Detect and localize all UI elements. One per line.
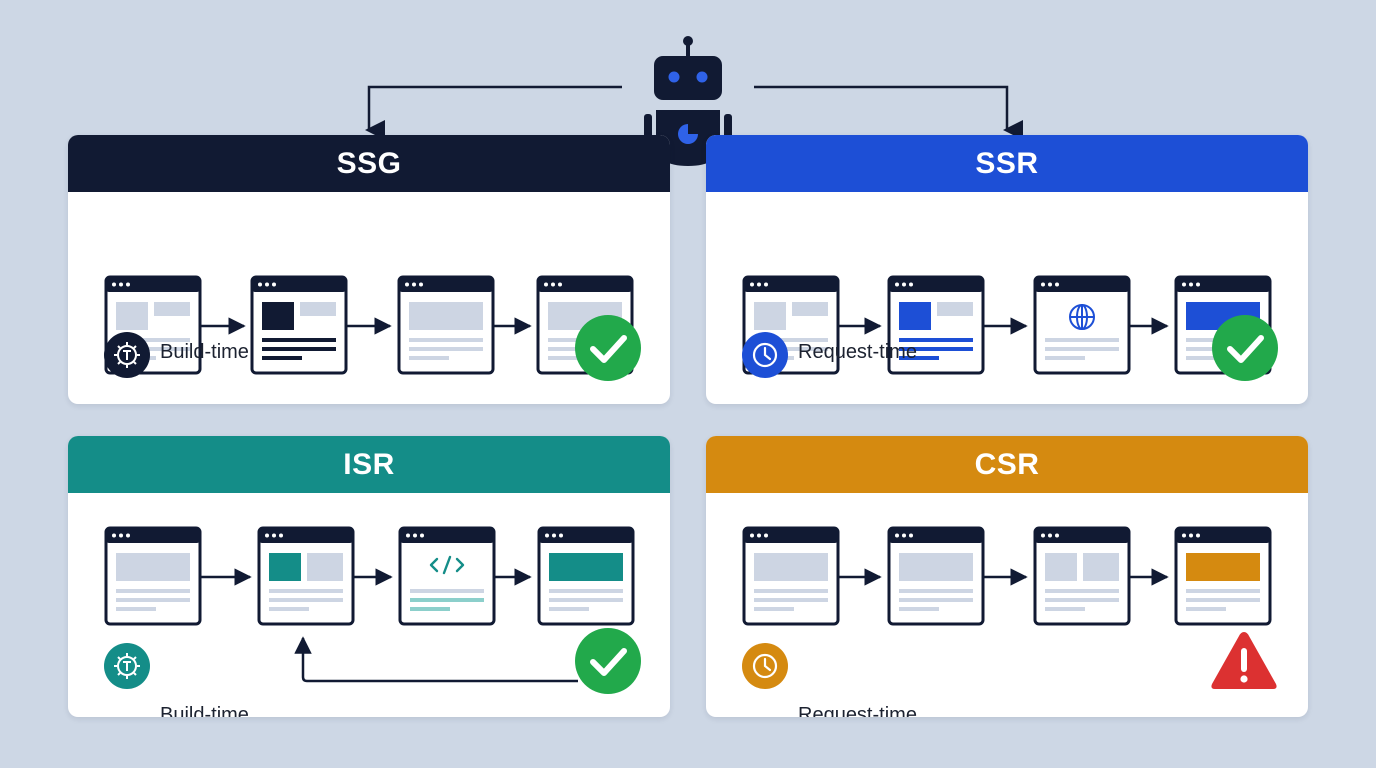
check-circle-icon	[575, 315, 641, 381]
clock-icon	[742, 643, 788, 689]
connector-ssr	[754, 85, 1023, 140]
isr-card: ISR	[68, 436, 670, 717]
ssg-page-1	[104, 275, 202, 375]
ssg-label: Build-time	[160, 341, 249, 363]
ssr-title: SSR	[975, 146, 1039, 180]
connector-ssg	[365, 85, 622, 140]
ssg-header: SSG	[68, 135, 670, 192]
isr-page-3	[398, 526, 496, 626]
isr-title: ISR	[343, 447, 395, 481]
gear-icon	[104, 332, 150, 378]
ssg-page-2	[250, 275, 348, 375]
isr-header: ISR	[68, 436, 670, 493]
csr-flow	[742, 526, 1272, 626]
ssr-header: SSR	[706, 135, 1308, 192]
csr-title: CSR	[974, 447, 1040, 481]
robot-icon	[644, 36, 732, 166]
isr-flow	[104, 526, 635, 683]
globe-icon	[1069, 304, 1095, 330]
isr-label: Build-time	[160, 704, 249, 717]
csr-page-3	[1033, 526, 1131, 626]
check-circle-icon	[1212, 315, 1278, 381]
ssr-page-3	[1033, 275, 1131, 375]
code-icon	[429, 555, 465, 575]
isr-page-4	[537, 526, 635, 626]
isr-loop-arrow	[294, 636, 578, 683]
csr-page-2	[887, 526, 985, 626]
gear-icon	[104, 643, 150, 689]
check-circle-icon	[575, 628, 641, 694]
isr-page-2	[257, 526, 355, 626]
ssr-label: Request-time	[798, 341, 917, 363]
csr-card: CSR	[706, 436, 1308, 717]
csr-label: Request-time	[798, 704, 917, 717]
ssg-title: SSG	[336, 146, 402, 180]
warning-triangle-icon	[1211, 632, 1277, 689]
isr-page-1	[104, 526, 202, 626]
csr-page-4	[1174, 526, 1272, 626]
ssr-card: SSR	[706, 135, 1308, 404]
ssg-card: SSG	[68, 135, 670, 404]
clock-icon	[742, 332, 788, 378]
ssg-page-3	[397, 275, 495, 375]
csr-page-1	[742, 526, 840, 626]
csr-header: CSR	[706, 436, 1308, 493]
ssr-page-2	[887, 275, 985, 375]
